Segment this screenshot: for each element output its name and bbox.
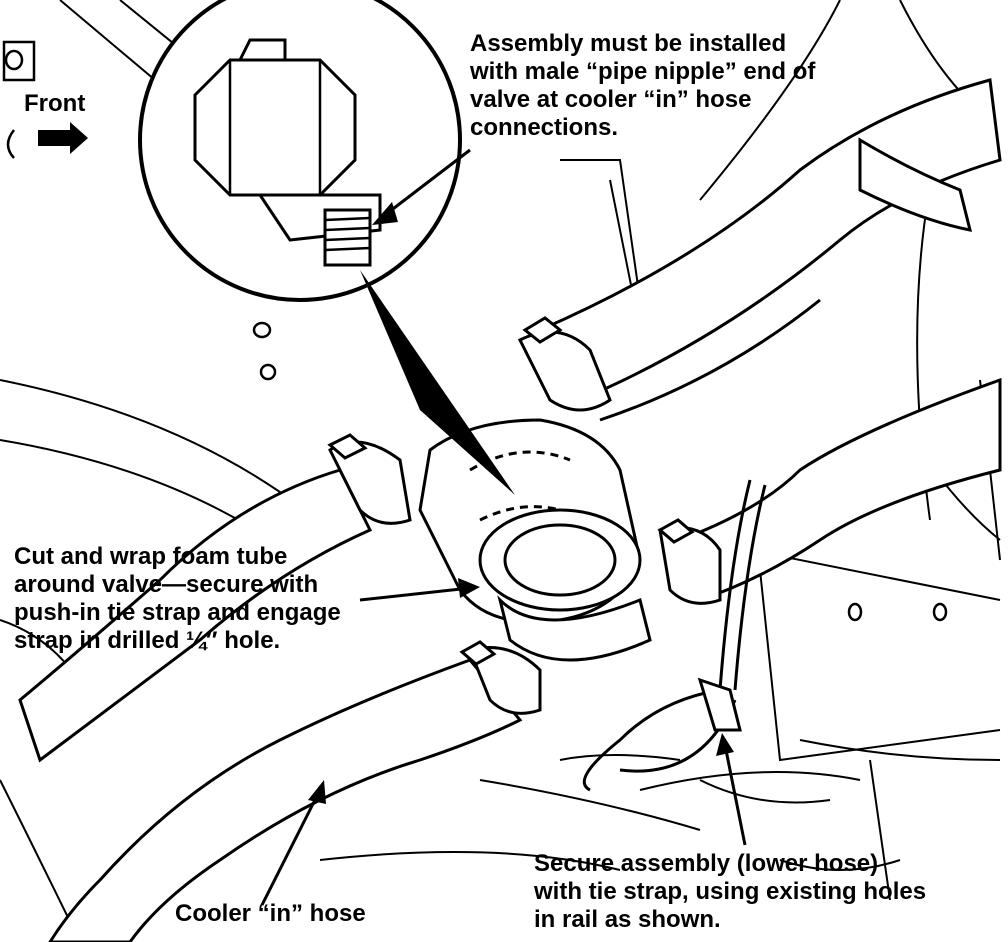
cooler-in-hose [48, 658, 523, 942]
magnified-inset [138, 0, 515, 495]
right-hose [678, 377, 1002, 602]
leader-lines [260, 148, 747, 906]
hose-clamps [327, 316, 722, 715]
secure-assembly-note: Secure assembly (lower hose) with tie st… [534, 850, 927, 933]
cooler-in-hose-label: Cooler “in” hose [175, 900, 366, 927]
assembly-note: Assembly must be installed with male “pi… [470, 30, 816, 141]
front-label: Front [24, 90, 86, 117]
rail-holes [2, 40, 948, 622]
front-arrow-icon [38, 122, 88, 154]
left-upper-hose [18, 468, 373, 763]
cut-wrap-note: Cut and wrap foam tube around valve—secu… [14, 543, 341, 654]
arrowheads [308, 202, 734, 804]
upper-hose [537, 78, 1002, 422]
valve-assembly [418, 418, 652, 662]
tie-strap [582, 479, 767, 792]
